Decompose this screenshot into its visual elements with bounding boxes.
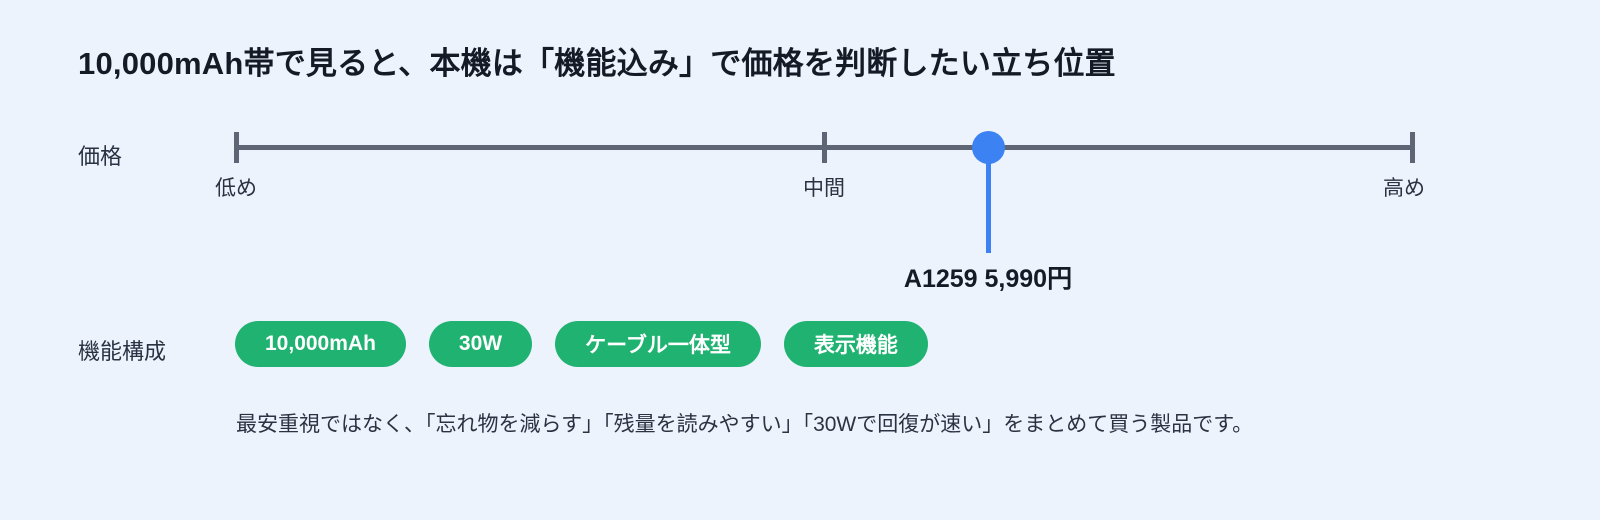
axis-tick-low [234, 132, 239, 163]
axis-tick-high [1410, 132, 1415, 163]
feature-pill: 表示機能 [783, 321, 928, 367]
summary-caption: 最安重視ではなく、「忘れ物を減らす」「残量を読みやすい」「30Wで回復が速い」を… [236, 413, 1254, 436]
page-title: 10,000mAh帯で見ると、本機は「機能込み」で価格を判断したい立ち位置 [78, 46, 1116, 81]
feature-pill: 30W [428, 321, 533, 367]
feature-pill-group: 10,000mAh 30W ケーブル一体型 表示機能 [235, 321, 928, 367]
feature-pill: ケーブル一体型 [555, 321, 761, 367]
axis-tick-label-high: 高め [1383, 177, 1425, 200]
axis-line [234, 145, 1415, 150]
price-row-label: 価格 [78, 144, 123, 169]
feature-pill: 10,000mAh [235, 321, 406, 367]
axis-tick-label-low: 低め [215, 177, 257, 200]
feature-row-label: 機能構成 [78, 339, 167, 364]
price-marker-label: A1259 5,990円 [903, 265, 1073, 293]
axis-tick-mid [822, 132, 827, 163]
marker-stem [986, 148, 991, 253]
price-marker-dot [972, 131, 1005, 164]
axis-tick-label-mid: 中間 [803, 177, 845, 200]
